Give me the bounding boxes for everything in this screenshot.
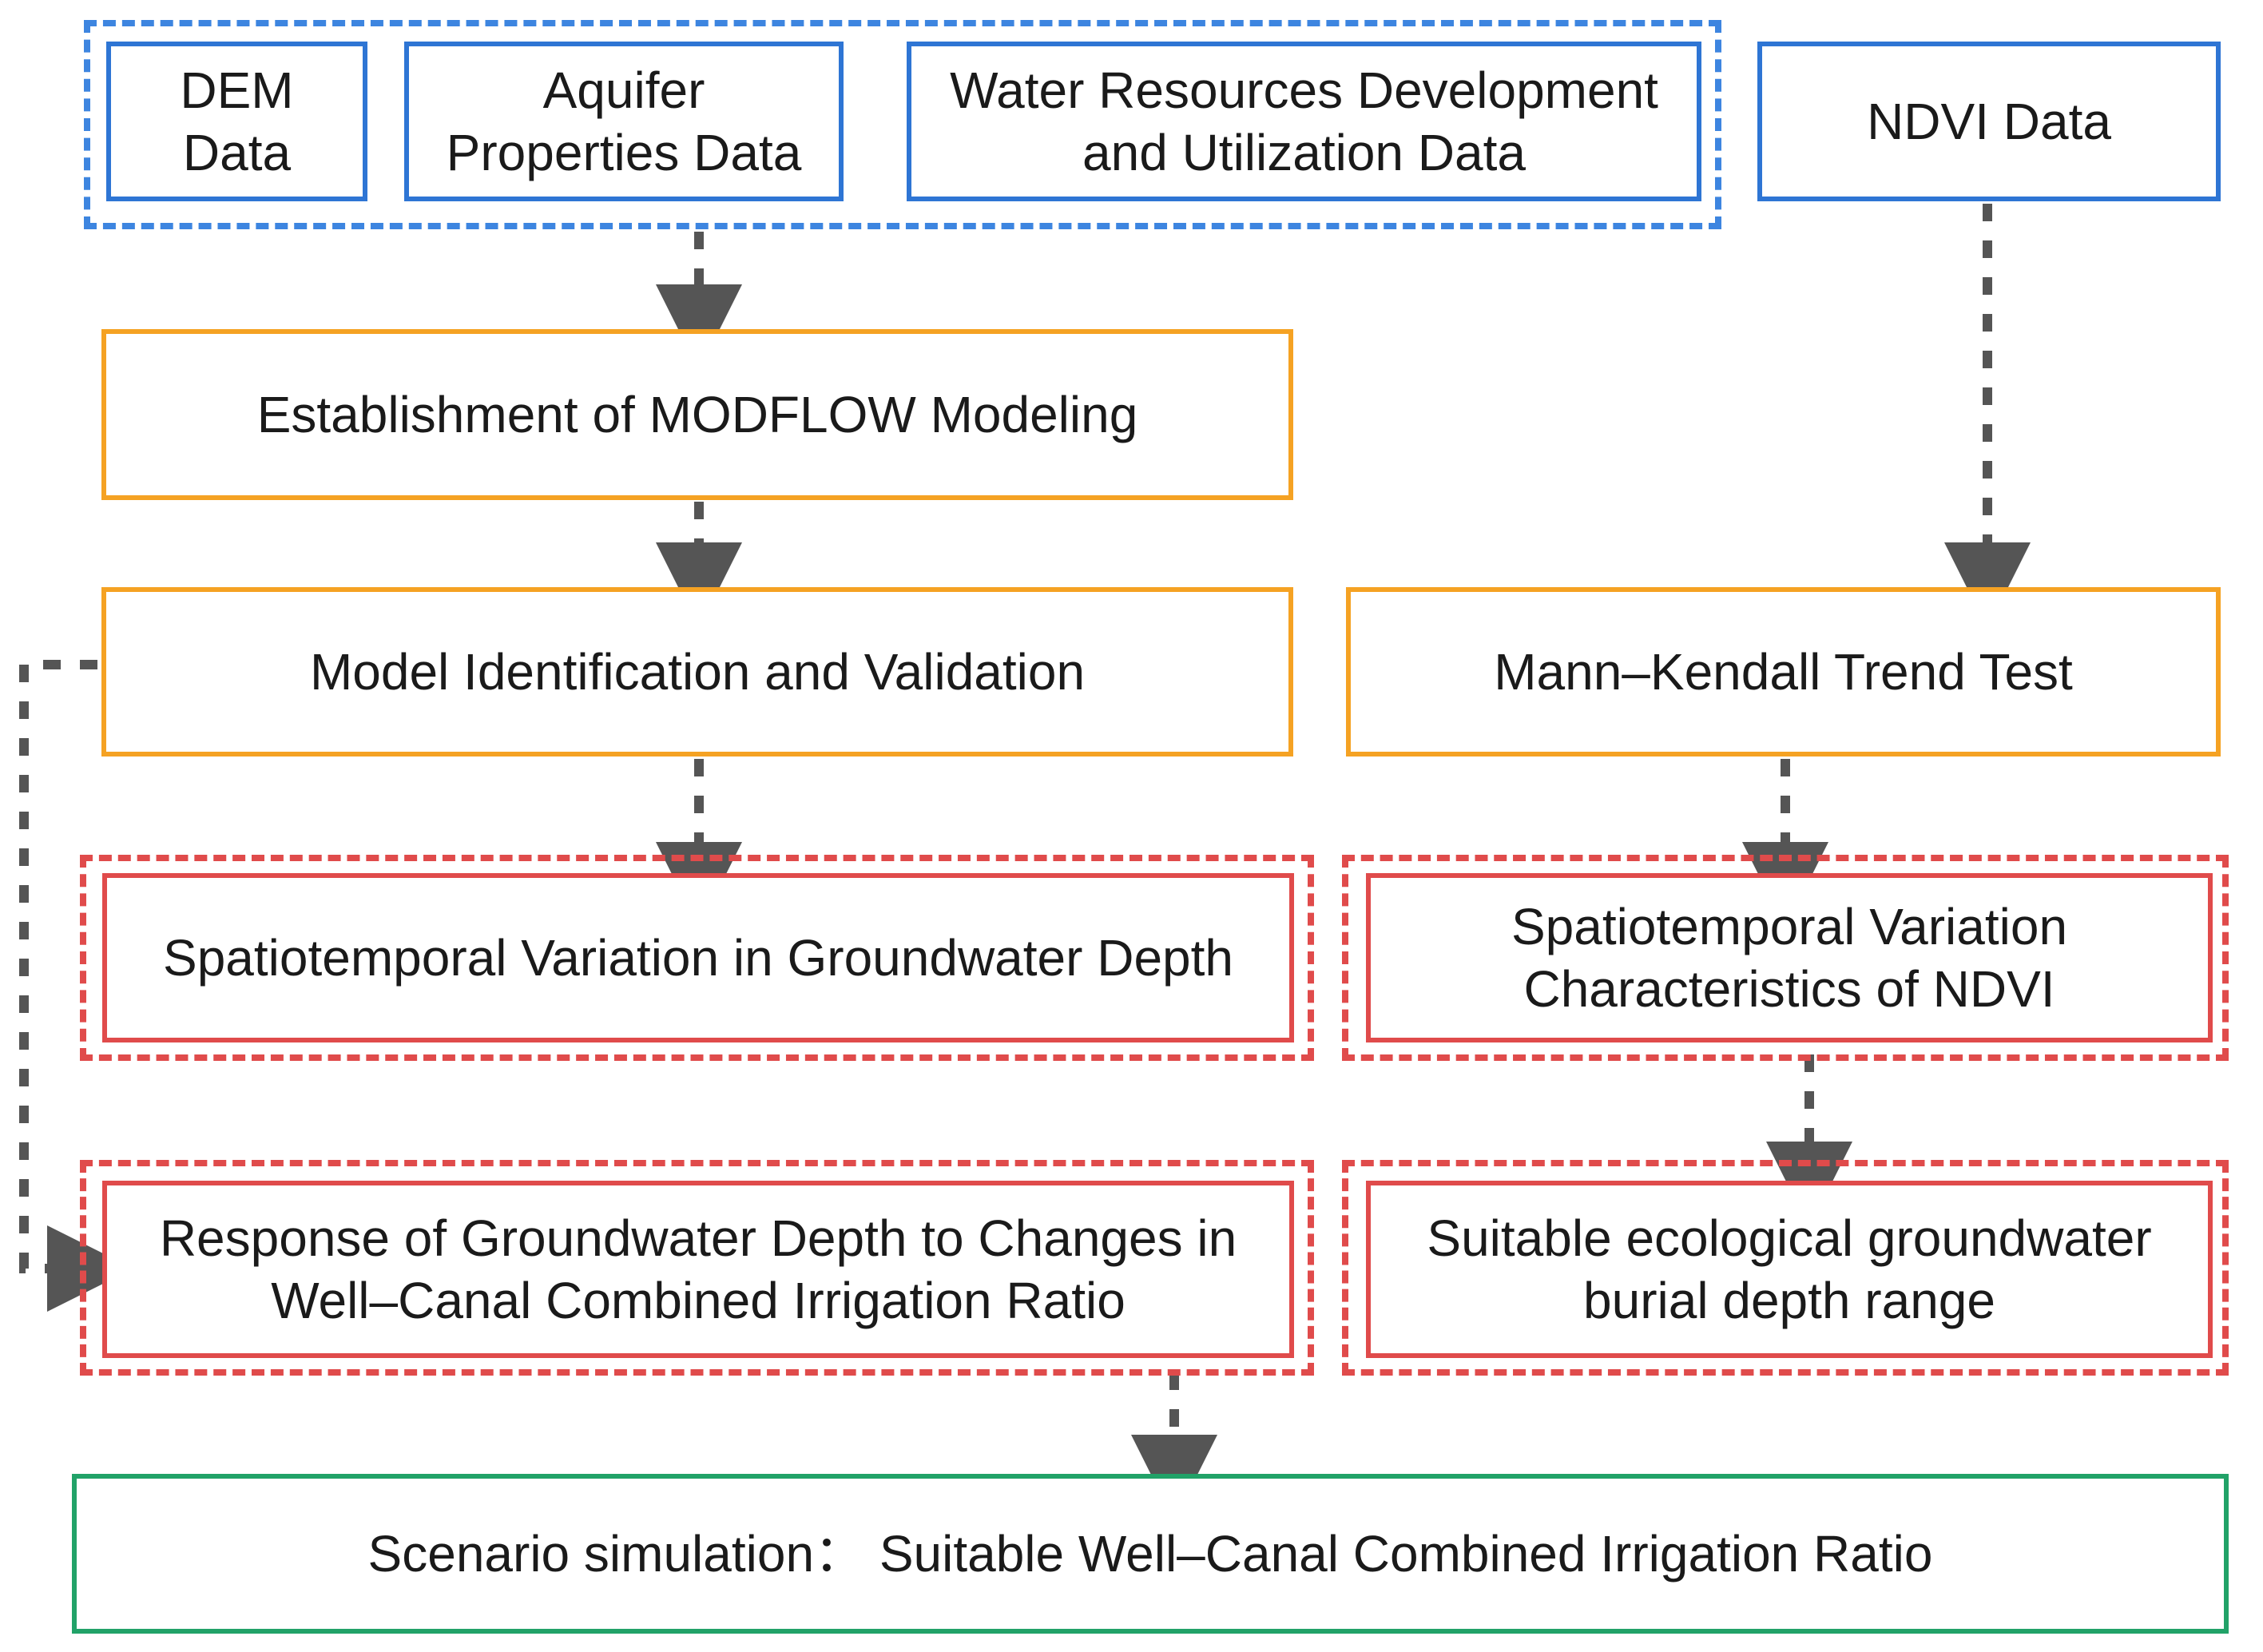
aquifer-line-1: Aquifer (542, 61, 705, 119)
eco-depth-line-2: burial depth range (1583, 1272, 1995, 1329)
node-ndvi-variation-label: Spatiotemporal Variation Characteristics… (1489, 895, 2090, 1020)
node-scenario-simulation[interactable]: Scenario simulation： Suitable Well–Canal… (72, 1474, 2229, 1634)
response-results-group-left (80, 1160, 1314, 1376)
node-eco-depth-range-label: Suitable ecological groundwater burial d… (1404, 1207, 2174, 1332)
ndvi-variation-line-1: Spatiotemporal Variation (1511, 897, 2068, 955)
response-results-group-right (1342, 1160, 2229, 1376)
node-mann-kendall[interactable]: Mann–Kendall Trend Test (1346, 587, 2221, 757)
gw-response-line-1: Response of Groundwater Depth to Changes… (159, 1209, 1237, 1267)
node-modflow-modeling-label: Establishment of MODFLOW Modeling (256, 385, 1138, 443)
node-water-resources-data-label: Water Resources Development and Utilizat… (927, 59, 1681, 184)
water-resources-line-2: and Utilization Data (1082, 124, 1526, 181)
node-gw-depth-variation[interactable]: Spatiotemporal Variation in Groundwater … (102, 873, 1294, 1042)
ndvi-variation-line-2: Characteristics of NDVI (1523, 960, 2055, 1018)
node-aquifer-properties-data[interactable]: Aquifer Properties Data (404, 42, 844, 201)
eco-depth-line-1: Suitable ecological groundwater (1427, 1209, 2152, 1267)
node-ndvi-data-label: NDVI Data (1867, 92, 2111, 150)
node-dem-data[interactable]: DEM Data (106, 42, 367, 201)
node-scenario-simulation-label: Scenario simulation： Suitable Well–Canal… (367, 1524, 1933, 1583)
node-model-identification-label: Model Identification and Validation (309, 642, 1086, 701)
node-modflow-modeling[interactable]: Establishment of MODFLOW Modeling (101, 329, 1293, 500)
node-mann-kendall-label: Mann–Kendall Trend Test (1494, 642, 2073, 701)
water-resources-line-1: Water Resources Development (950, 61, 1658, 119)
node-gw-response-label: Response of Groundwater Depth to Changes… (137, 1207, 1259, 1332)
node-dem-data-label: DEM Data (180, 61, 294, 181)
node-gw-depth-variation-label: Spatiotemporal Variation in Groundwater … (163, 928, 1233, 987)
input-data-group (84, 20, 1721, 229)
spatiotemporal-results-group-right (1342, 855, 2229, 1061)
gw-response-line-2: Well–Canal Combined Irrigation Ratio (271, 1272, 1126, 1329)
spatiotemporal-results-group-left (80, 855, 1314, 1061)
node-gw-response[interactable]: Response of Groundwater Depth to Changes… (102, 1181, 1294, 1358)
node-eco-depth-range[interactable]: Suitable ecological groundwater burial d… (1366, 1181, 2213, 1358)
node-aquifer-properties-data-label: Aquifer Properties Data (424, 59, 824, 184)
node-ndvi-variation[interactable]: Spatiotemporal Variation Characteristics… (1366, 873, 2213, 1042)
node-water-resources-data[interactable]: Water Resources Development and Utilizat… (907, 42, 1701, 201)
node-model-identification[interactable]: Model Identification and Validation (101, 587, 1293, 757)
aquifer-line-2: Properties Data (446, 124, 802, 181)
node-ndvi-data[interactable]: NDVI Data (1757, 42, 2221, 201)
